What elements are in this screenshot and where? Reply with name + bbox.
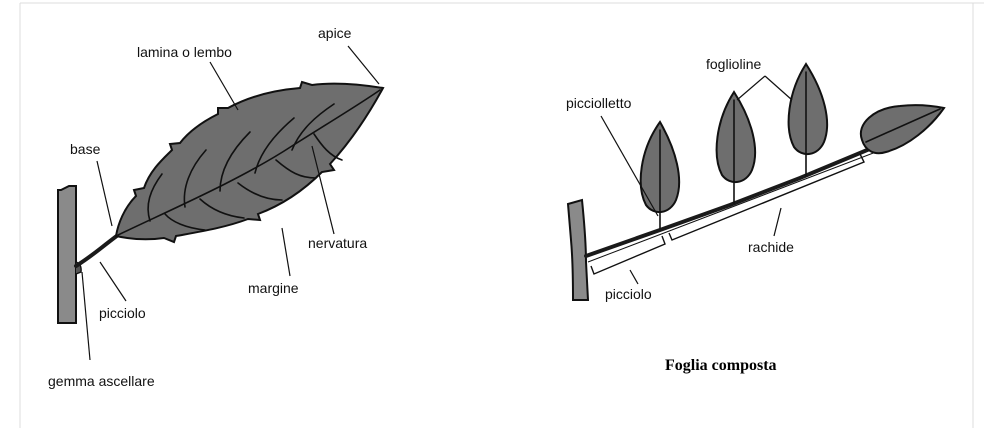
leaflet [789,64,827,154]
label-axillary-bud: gemma ascellare [48,373,155,389]
pointer-leaflet-2 [765,76,792,100]
leaflet [717,92,755,182]
label-vein: nervatura [308,235,367,251]
label-compound-petiole: picciolo [605,286,652,302]
simple-petiole-shape [76,235,118,266]
pointer-petiole [100,262,126,301]
pointer-base [97,161,112,226]
label-petiolule: picciolletto [566,95,632,111]
pointer-margin [282,228,290,276]
label-rachis: rachide [748,239,794,255]
label-leaflets: foglioline [706,56,761,72]
rachis-bracket [669,154,864,240]
pointer-apex [348,46,379,84]
caption-compound-leaf: Foglia composta [665,357,777,374]
label-blade: lamina o lembo [137,44,232,60]
pointer-leaflet-1 [737,76,765,100]
label-petiole: picciolo [99,305,146,321]
simple-leaf-figure: apice lamina o lembo base nervatura marg… [48,25,383,389]
compound-branch-stem [568,200,588,300]
pointer-blade [210,62,238,110]
pointer-rachis [774,208,781,236]
simple-leaf-blade [116,82,383,242]
compound-leaf-figure: foglioline picciolletto rachide picciolo… [566,56,944,374]
branch-stem [58,186,76,323]
label-apex: apice [318,25,352,41]
pointer-compound-petiole [630,270,638,284]
pointer-bud [82,272,90,360]
label-base: base [70,141,101,157]
label-margin: margine [248,280,299,296]
